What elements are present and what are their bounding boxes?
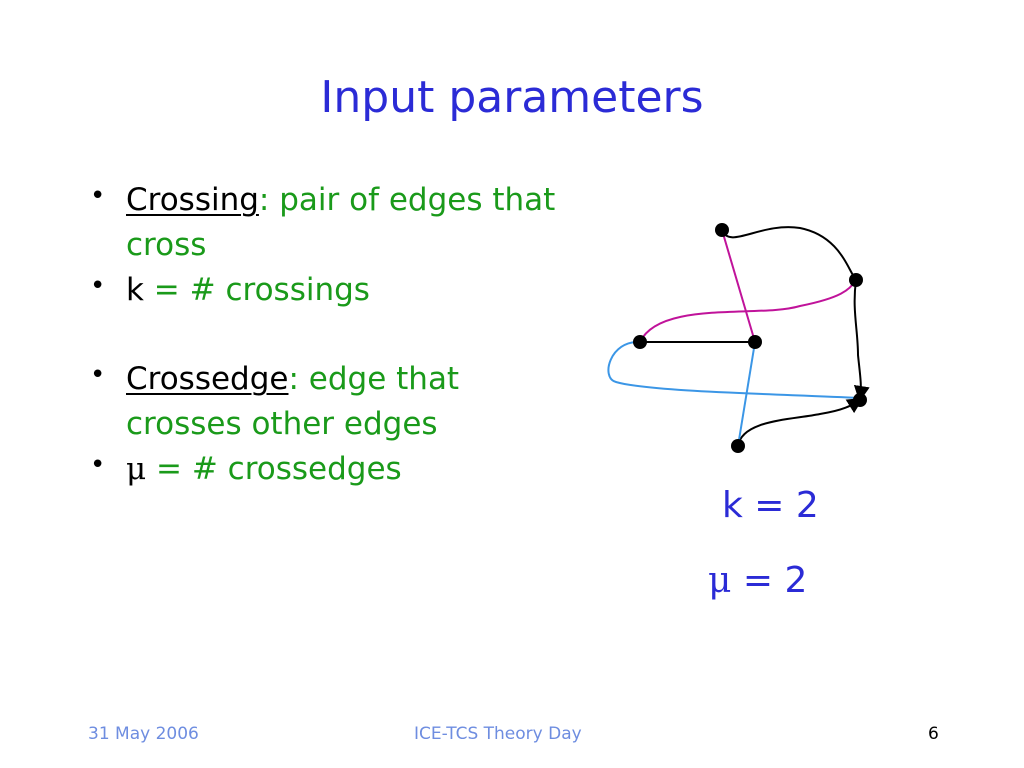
formula-k: k = 2	[722, 485, 819, 526]
graph-node-right-lower	[853, 393, 867, 407]
bullet-dot: •	[90, 449, 106, 480]
bullet-dot: •	[90, 270, 106, 301]
bullet-mu: • μ = # crossedges	[90, 447, 570, 492]
definition-crossedge: : edge that crosses other edges	[126, 360, 460, 442]
edge-top-to-right-upper	[721, 226, 857, 281]
bullet-dot: •	[90, 359, 106, 390]
definition-mu: = # crossedges	[146, 450, 402, 487]
graph-node-top	[715, 223, 729, 237]
formula-mu-symbol: μ	[708, 560, 732, 601]
graph-node-bottom	[731, 439, 745, 453]
definition-crossing: : pair of edges that cross	[126, 182, 556, 263]
footer-page-number: 6	[928, 724, 939, 744]
edge-middle-left-to-right-upper	[639, 279, 857, 343]
bullet-k: • k = # crossings	[90, 268, 570, 313]
footer-event: ICE-TCS Theory Day	[414, 724, 582, 744]
formula-mu: μ = 2	[708, 560, 807, 601]
edge-middle-left-to-right-lower	[607, 340, 861, 399]
symbol-mu: μ	[126, 450, 147, 487]
term-crossing: Crossing	[126, 182, 259, 218]
formula-mu-value: = 2	[731, 560, 808, 601]
definition-k: = # crossings	[143, 271, 370, 308]
bullet-crossedge: • Crossedge: edge that crosses other edge…	[90, 357, 570, 447]
footer-date: 31 May 2006	[88, 724, 199, 744]
graph-node-right-upper	[849, 273, 863, 287]
term-crossedge: Crossedge	[126, 360, 289, 397]
edge-right-vertical	[853, 279, 870, 402]
bullet-dot: •	[90, 181, 106, 211]
slide-title: Input parameters	[320, 72, 704, 123]
edge-bottom-to-right-lower	[737, 397, 864, 447]
graph-node-middle-right	[748, 335, 762, 349]
edge-top-to-middle-right	[721, 229, 756, 343]
bullet-list: • Crossing: pair of edges that cross • k =…	[90, 178, 570, 492]
symbol-k: k	[126, 271, 144, 308]
bullet-crossing: • Crossing: pair of edges that cross	[90, 178, 570, 268]
graph-node-middle-left	[633, 335, 647, 349]
